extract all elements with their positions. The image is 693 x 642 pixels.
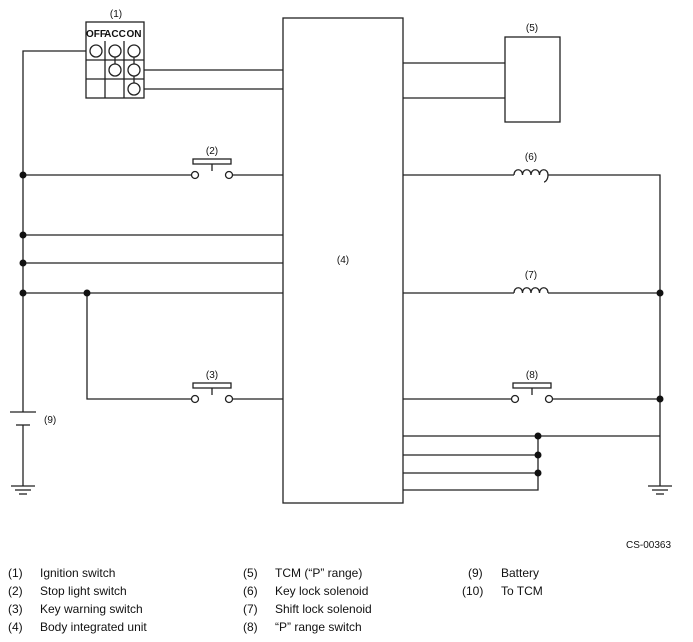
legend-text: Ignition switch [40, 566, 116, 580]
legend-text: Key lock solenoid [275, 584, 369, 598]
key-warning-wire [86, 293, 283, 400]
legend-item: (9) Battery [468, 566, 539, 580]
ignition-pos-acc: ACC [104, 29, 126, 40]
legend-text: “P” range switch [275, 620, 362, 634]
callout-2: (2) [206, 146, 218, 157]
callout-1: (1) [110, 9, 122, 20]
legend-num: (3) [8, 602, 23, 616]
ignition-switch: (1) OFF ACC ON [85, 9, 145, 99]
legend-num: (6) [243, 584, 258, 598]
callout-7: (7) [525, 270, 537, 281]
ground-symbol-left [11, 485, 35, 495]
legend-item: (5) TCM (“P” range) [243, 566, 362, 580]
legend-text: Stop light switch [40, 584, 127, 598]
key-warning-switch [190, 382, 234, 404]
legend-item: (3) Key warning switch [8, 602, 143, 616]
callout-3: (3) [206, 370, 218, 381]
key-lock-wire [403, 174, 661, 486]
legend-item: (1) Ignition switch [8, 566, 115, 580]
left-bus-wire [22, 50, 86, 412]
callout-8: (8) [526, 370, 538, 381]
legend-text: Shift lock solenoid [275, 602, 372, 616]
legend-num: (7) [243, 602, 258, 616]
callout-5: (5) [526, 23, 538, 34]
callout-4: (4) [337, 255, 349, 266]
battery-symbol [10, 411, 36, 426]
ignition-pos-on: ON [127, 29, 142, 40]
callout-6: (6) [525, 152, 537, 163]
legend-text: Body integrated unit [40, 620, 147, 634]
legend-num: (8) [243, 620, 258, 634]
junction-dots [19, 171, 664, 477]
stop-light-switch [190, 158, 234, 180]
legend-text: Key warning switch [40, 602, 143, 616]
figure-code: CS-00363 [626, 540, 672, 551]
legend-text: Battery [501, 566, 540, 580]
key-lock-solenoid [513, 169, 549, 183]
p-range-switch [510, 382, 554, 404]
ignition-pos-off: OFF [86, 29, 106, 40]
legend-item: (2) Stop light switch [8, 584, 127, 598]
legend-num: (9) [468, 566, 483, 580]
body-integrated-unit [282, 17, 404, 504]
legend-item: (6) Key lock solenoid [243, 584, 368, 598]
legend-num: (10) [462, 584, 484, 598]
wiring-diagram: (4) (5) (1) OFF ACC ON (2) [10, 9, 672, 504]
legend-item: (8) “P” range switch [243, 620, 362, 634]
legend-item: (10) To TCM [462, 584, 543, 598]
callout-9: (9) [44, 415, 56, 426]
shift-lock-solenoid [513, 287, 549, 294]
ground-symbol-right [648, 485, 672, 495]
tcm-box [504, 36, 561, 123]
lower-wire-490 [403, 436, 539, 491]
legend-num: (1) [8, 566, 23, 580]
legend-item: (4) Body integrated unit [8, 620, 147, 634]
legend-text: TCM (“P” range) [275, 566, 363, 580]
legend-num: (2) [8, 584, 23, 598]
legend-item: (7) Shift lock solenoid [243, 602, 372, 616]
legend-num: (5) [243, 566, 258, 580]
legend-text: To TCM [501, 584, 543, 598]
legend-num: (4) [8, 620, 23, 634]
